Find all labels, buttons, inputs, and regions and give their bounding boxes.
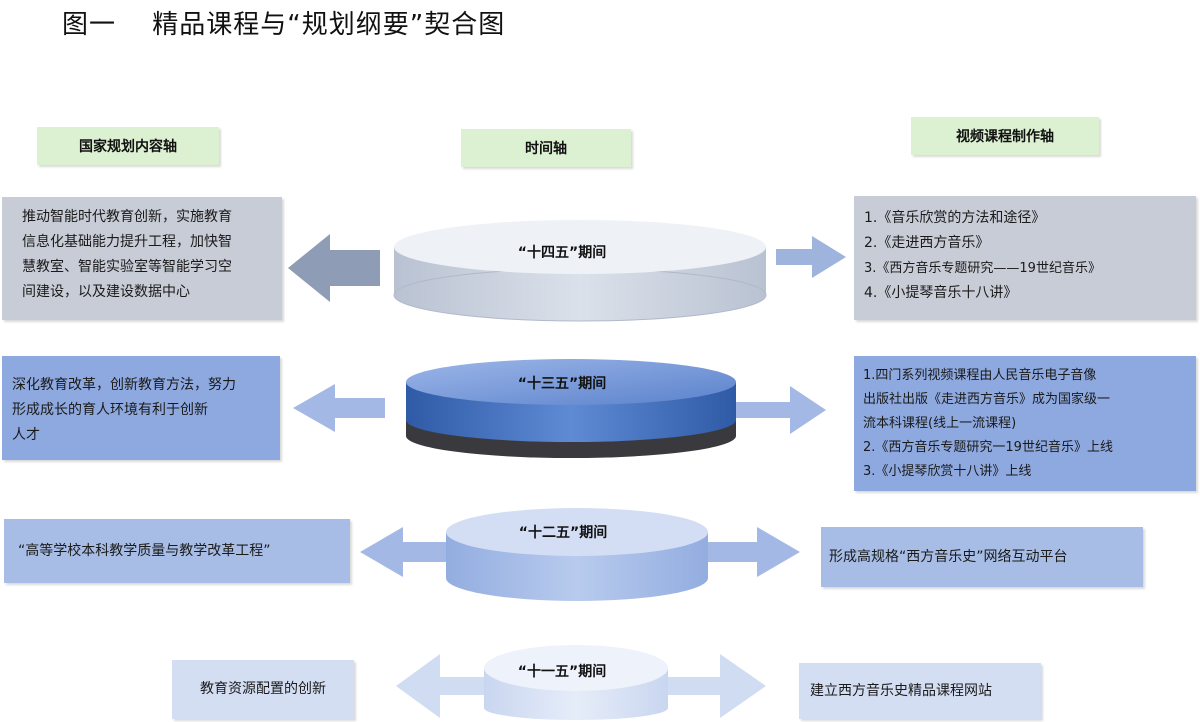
disc-13th-five-year xyxy=(406,359,736,458)
course-11-line: 建立西方音乐史精品课程网站 xyxy=(810,682,992,699)
plan-box-12: “高等学校本科教学质量与教学改革工程” xyxy=(4,519,350,583)
course-box-13: 1.四门系列视频课程由人民音乐电子音像 出版社出版《走进西方音乐》成为国家级一 … xyxy=(854,356,1196,491)
plan-14-line: 慧教室、智能实验室等智能学习空 xyxy=(22,259,232,275)
arrow-11-left xyxy=(396,654,484,718)
header-time-axis: 时间轴 xyxy=(461,129,631,167)
plan-14-line: 间建设，以及建设数据中心 xyxy=(22,284,190,300)
header-video-course-axis: 视频课程制作轴 xyxy=(911,117,1099,155)
plan-box-14: 推动智能时代教育创新，实施教育 信息化基础能力提升工程，加快智 慧教室、智能实验… xyxy=(2,197,282,320)
plan-box-13: 深化教育改革，创新教育方法，努力 形成成长的育人环境有利于创新 人才 xyxy=(2,356,280,460)
period-label-11: “十一五”期间 xyxy=(517,664,607,680)
course-13-line: 3.《小提琴欣赏十八讲》上线 xyxy=(863,464,1032,479)
disc-11th-five-year xyxy=(484,645,668,720)
disc-12th-five-year xyxy=(446,508,708,601)
period-label-14: “十四五”期间 xyxy=(517,245,607,261)
plan-14-line: 信息化基础能力提升工程，加快智 xyxy=(22,234,232,250)
course-13-line: 1.四门系列视频课程由人民音乐电子音像 xyxy=(863,368,1097,383)
plan-13-line: 人才 xyxy=(12,427,40,443)
course-14-line: 4.《小提琴音乐十八讲》 xyxy=(864,285,1018,301)
arrow-12-left xyxy=(360,527,446,577)
course-12-line: 形成高规格“西方音乐史”网络互动平台 xyxy=(829,548,1068,565)
header-national-plan-axis: 国家规划内容轴 xyxy=(37,127,219,165)
figure-title: 图一 精品课程与“规划纲要”契合图 xyxy=(62,10,506,40)
period-label-12: “十二五”期间 xyxy=(518,525,608,541)
plan-11-line: 教育资源配置的创新 xyxy=(200,681,326,697)
arrow-13-right xyxy=(736,386,826,434)
plan-14-line: 推动智能时代教育创新，实施教育 xyxy=(22,209,232,225)
course-box-14: 1.《音乐欣赏的方法和途径》 2.《走进西方音乐》 3.《西方音乐专题研究——1… xyxy=(854,196,1196,320)
arrow-13-left xyxy=(293,384,385,432)
plan-box-11: 教育资源配置的创新 xyxy=(172,660,354,719)
period-label-13: “十三五”期间 xyxy=(517,376,607,392)
plan-13-line: 形成成长的育人环境有利于创新 xyxy=(12,402,208,418)
course-13-line: 出版社出版《走进西方音乐》成为国家级一 xyxy=(863,392,1111,407)
course-box-11: 建立西方音乐史精品课程网站 xyxy=(799,663,1041,719)
course-14-line: 1.《音乐欣赏的方法和途径》 xyxy=(864,210,1046,226)
course-14-line: 3.《西方音乐专题研究——19世纪音乐》 xyxy=(864,261,1101,276)
plan-12-line: “高等学校本科教学质量与教学改革工程” xyxy=(18,542,271,559)
plan-13-line: 深化教育改革，创新教育方法，努力 xyxy=(12,377,236,393)
course-13-line: 2.《西方音乐专题研究一19世纪音乐》上线 xyxy=(863,440,1113,455)
course-box-12: 形成高规格“西方音乐史”网络互动平台 xyxy=(821,527,1143,587)
disc-14th-five-year xyxy=(393,220,767,322)
arrow-14-right xyxy=(776,236,846,278)
arrow-12-right xyxy=(708,527,800,577)
course-13-line: 流本科课程(线上一流课程) xyxy=(863,416,1017,431)
course-14-line: 2.《走进西方音乐》 xyxy=(864,235,990,251)
arrow-14-left xyxy=(288,234,380,302)
arrow-11-right xyxy=(668,654,766,718)
